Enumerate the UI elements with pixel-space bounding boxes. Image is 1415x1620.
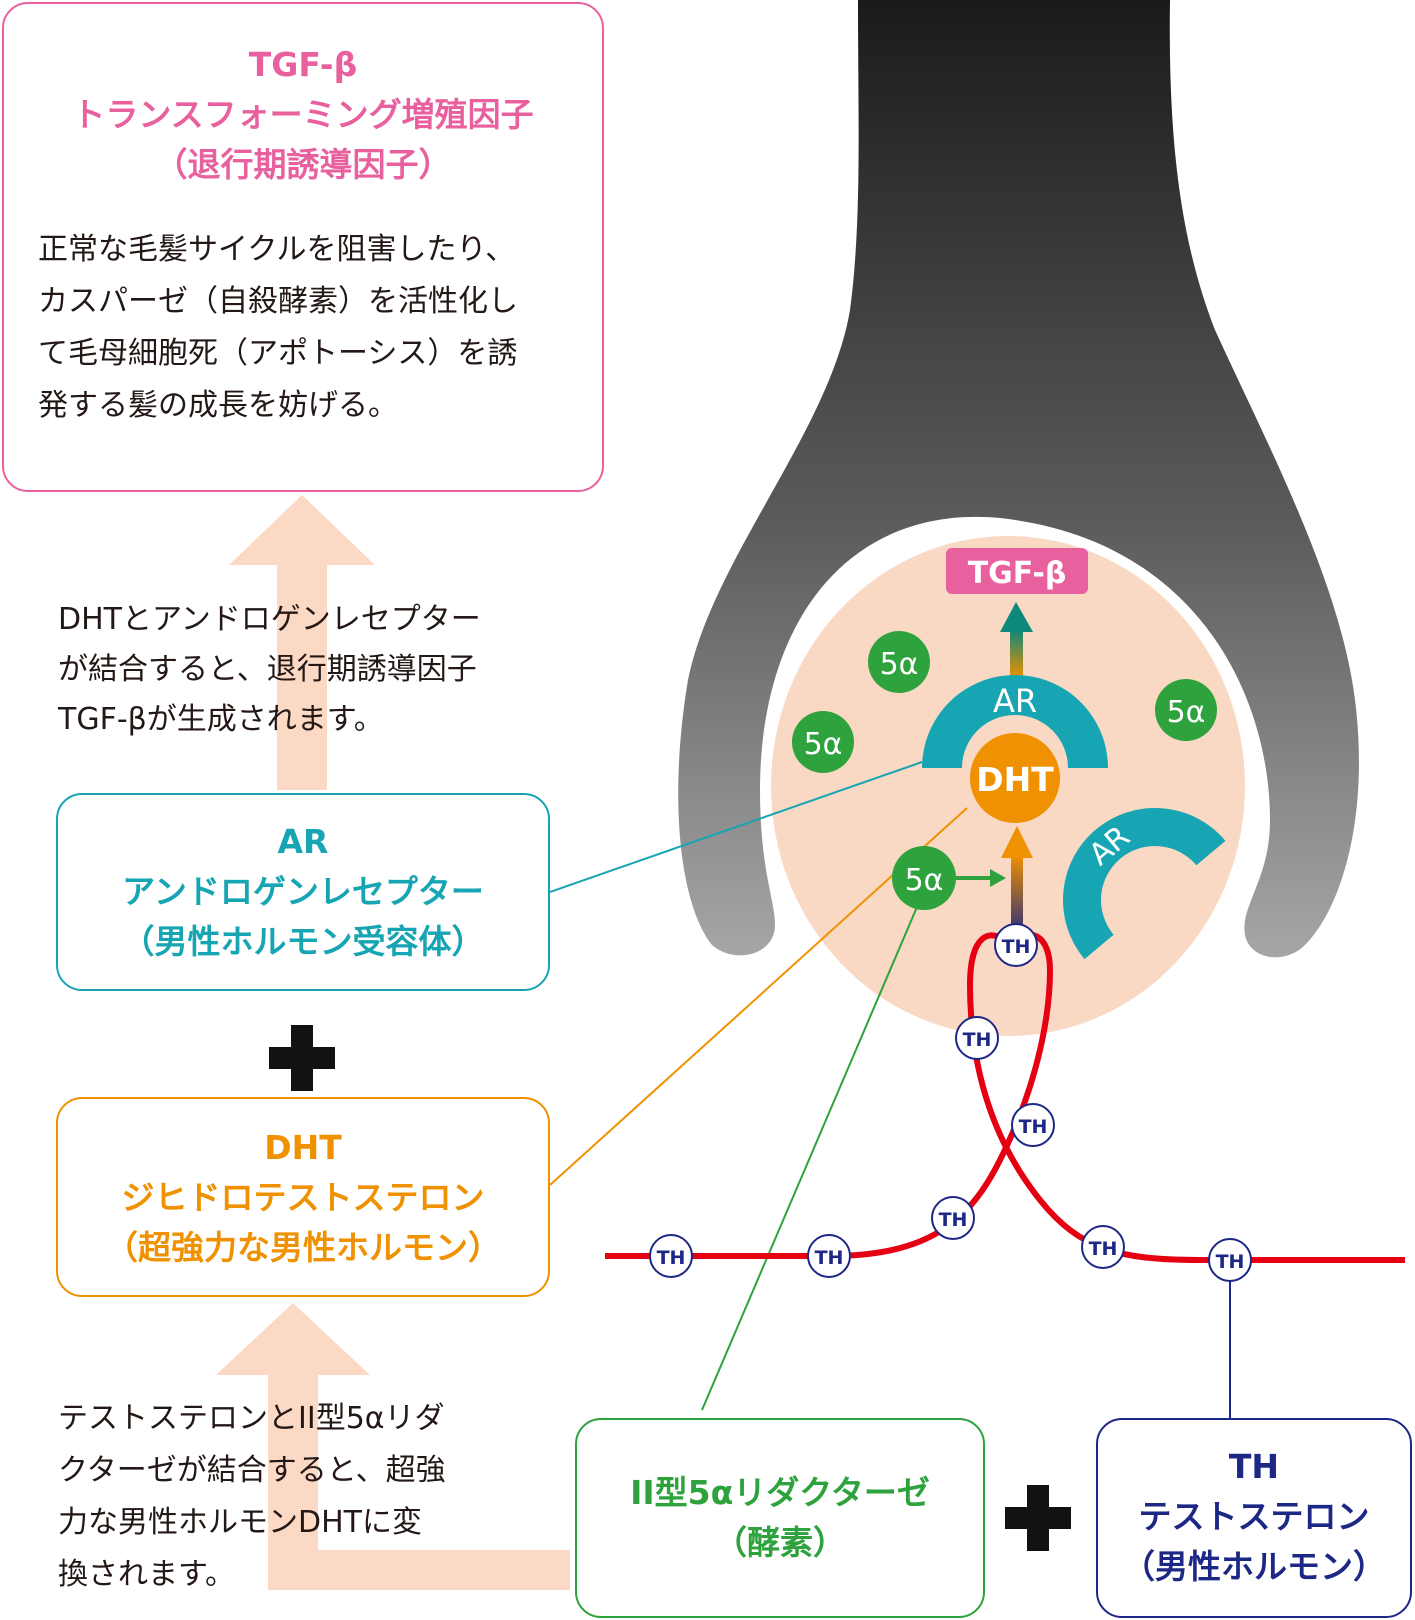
caption-line: クターゼが結合すると、超強 xyxy=(58,1453,446,1488)
th-box-title-line: テストステロン xyxy=(1138,1497,1370,1536)
caption-line: が結合すると、退行期誘導因子 xyxy=(58,652,477,687)
ar-box-title-line: AR xyxy=(277,822,329,861)
caption-line: テストステロンとII型5αリダ xyxy=(58,1401,445,1436)
tgf-beta-description-line: 発する髪の成長を妨げる。 xyxy=(38,388,398,423)
flow-arrow-up-top xyxy=(229,495,375,790)
plus-sign xyxy=(1005,1485,1071,1551)
th-molecule: TH xyxy=(649,1234,693,1278)
flow-arrow-up-bottom xyxy=(216,1303,570,1590)
hair-follicle-shape xyxy=(678,0,1359,958)
ar-receptor-label: AR xyxy=(993,682,1037,720)
svg-text:TH: TH xyxy=(1019,1116,1048,1138)
th-molecule: TH xyxy=(1081,1225,1125,1269)
dht-box: DHT ジヒドロテストステロン （超強力な男性ホルモン） xyxy=(56,1097,550,1297)
dht-to-tgf-arrowhead xyxy=(1000,602,1033,632)
svg-text:TH: TH xyxy=(815,1247,844,1269)
tgf-beta-description-line: て毛母細胞死（アポトーシス）を誘 xyxy=(38,336,518,371)
caption-line: TGF-βが生成されます。 xyxy=(58,702,384,737)
reductase-box-title: II型5αリダクターゼ （酵素） xyxy=(577,1468,983,1568)
dht-box-title-line: ジヒドロテストステロン xyxy=(121,1178,485,1217)
th-to-dht-arrowhead xyxy=(1001,826,1033,858)
tgf-beta-title-line: トランスフォーミング増殖因子 xyxy=(72,95,534,134)
ar-box-title-line: アンドロゲンレセプター xyxy=(122,872,484,911)
th-molecule: TH xyxy=(1208,1238,1252,1282)
tgf-tag-label: TGF-β xyxy=(968,556,1067,591)
connector-reductase xyxy=(701,899,921,1411)
th-box-title-line: TH xyxy=(1228,1447,1280,1486)
tgf-beta-title: TGF-β トランスフォーミング増殖因子 （退行期誘導因子） xyxy=(4,40,602,190)
tgf-tag xyxy=(946,548,1088,594)
th-molecule: TH xyxy=(1011,1103,1055,1147)
dht-molecule xyxy=(970,733,1060,823)
svg-text:TH: TH xyxy=(1002,936,1031,958)
svg-text:5α: 5α xyxy=(1167,695,1206,730)
tgf-beta-description-line: カスパーゼ（自殺酵素）を活性化し xyxy=(38,284,518,319)
th-box-title-line: （男性ホルモン） xyxy=(1122,1547,1386,1586)
five-alpha-enzyme: 5α xyxy=(1155,679,1217,741)
svg-text:TH: TH xyxy=(963,1029,992,1051)
ar-box: AR アンドロゲンレセプター （男性ホルモン受容体） xyxy=(56,793,550,991)
th-molecule: TH xyxy=(955,1016,999,1060)
five-alpha-arrowhead xyxy=(990,869,1006,887)
caption-testosterone-conversion: テストステロンとII型5αリダ クターゼが結合すると、超強 力な男性ホルモンDH… xyxy=(58,1393,446,1601)
connector-ar xyxy=(549,761,923,893)
svg-text:5α: 5α xyxy=(804,727,843,762)
ar-receptor-bound xyxy=(922,675,1108,768)
ar-box-title-line: （男性ホルモン受容体） xyxy=(121,922,485,961)
svg-text:5α: 5α xyxy=(905,863,944,898)
plus-sign xyxy=(269,1025,335,1091)
th-box-title: TH テストステロン （男性ホルモン） xyxy=(1098,1442,1410,1592)
svg-text:TH: TH xyxy=(657,1247,686,1269)
caption-dht-ar-binding: DHTとアンドロゲンレセプター が結合すると、退行期誘導因子 TGF-βが生成さ… xyxy=(58,595,481,745)
th-box: TH テストステロン （男性ホルモン） xyxy=(1096,1418,1412,1618)
tgf-beta-description-line: 正常な毛髪サイクルを阻害したり、 xyxy=(38,232,516,267)
th-to-dht-stem xyxy=(1011,855,1023,941)
svg-text:TH: TH xyxy=(939,1209,968,1231)
dht-box-title-line: DHT xyxy=(264,1128,342,1167)
tgf-beta-title-line: （退行期誘導因子） xyxy=(154,145,452,184)
tgf-beta-title-line: TGF-β xyxy=(248,45,358,84)
dht-molecule-label: DHT xyxy=(976,760,1054,799)
caption-line: 換されます。 xyxy=(58,1557,235,1592)
svg-text:TH: TH xyxy=(1089,1238,1118,1260)
five-alpha-enzyme: 5α xyxy=(892,846,956,910)
tgf-beta-description: 正常な毛髪サイクルを阻害したり、 カスパーゼ（自殺酵素）を活性化し て毛母細胞死… xyxy=(38,224,518,432)
dht-box-title-line: （超強力な男性ホルモン） xyxy=(105,1228,501,1267)
five-alpha-enzyme: 5α xyxy=(792,711,854,773)
svg-text:TH: TH xyxy=(1216,1251,1245,1273)
caption-line: 力な男性ホルモンDHTに変 xyxy=(58,1505,422,1540)
reductase-box-title-line: （酵素） xyxy=(714,1523,846,1562)
reductase-box: II型5αリダクターゼ （酵素） xyxy=(575,1418,985,1618)
dht-box-title: DHT ジヒドロテストステロン （超強力な男性ホルモン） xyxy=(58,1123,548,1273)
th-molecule: TH xyxy=(994,923,1038,967)
th-molecule: TH xyxy=(807,1234,851,1278)
caption-line: DHTとアンドロゲンレセプター xyxy=(58,602,481,637)
th-molecule: TH xyxy=(931,1196,975,1240)
reductase-box-title-line: II型5αリダクターゼ xyxy=(630,1473,930,1512)
five-alpha-enzyme: 5α xyxy=(868,631,930,693)
tgf-beta-box: TGF-β トランスフォーミング増殖因子 （退行期誘導因子） 正常な毛髪サイクル… xyxy=(2,2,604,492)
svg-text:5α: 5α xyxy=(880,647,919,682)
ar-box-title: AR アンドロゲンレセプター （男性ホルモン受容体） xyxy=(58,817,548,967)
dht-to-tgf-stem xyxy=(1010,630,1023,678)
